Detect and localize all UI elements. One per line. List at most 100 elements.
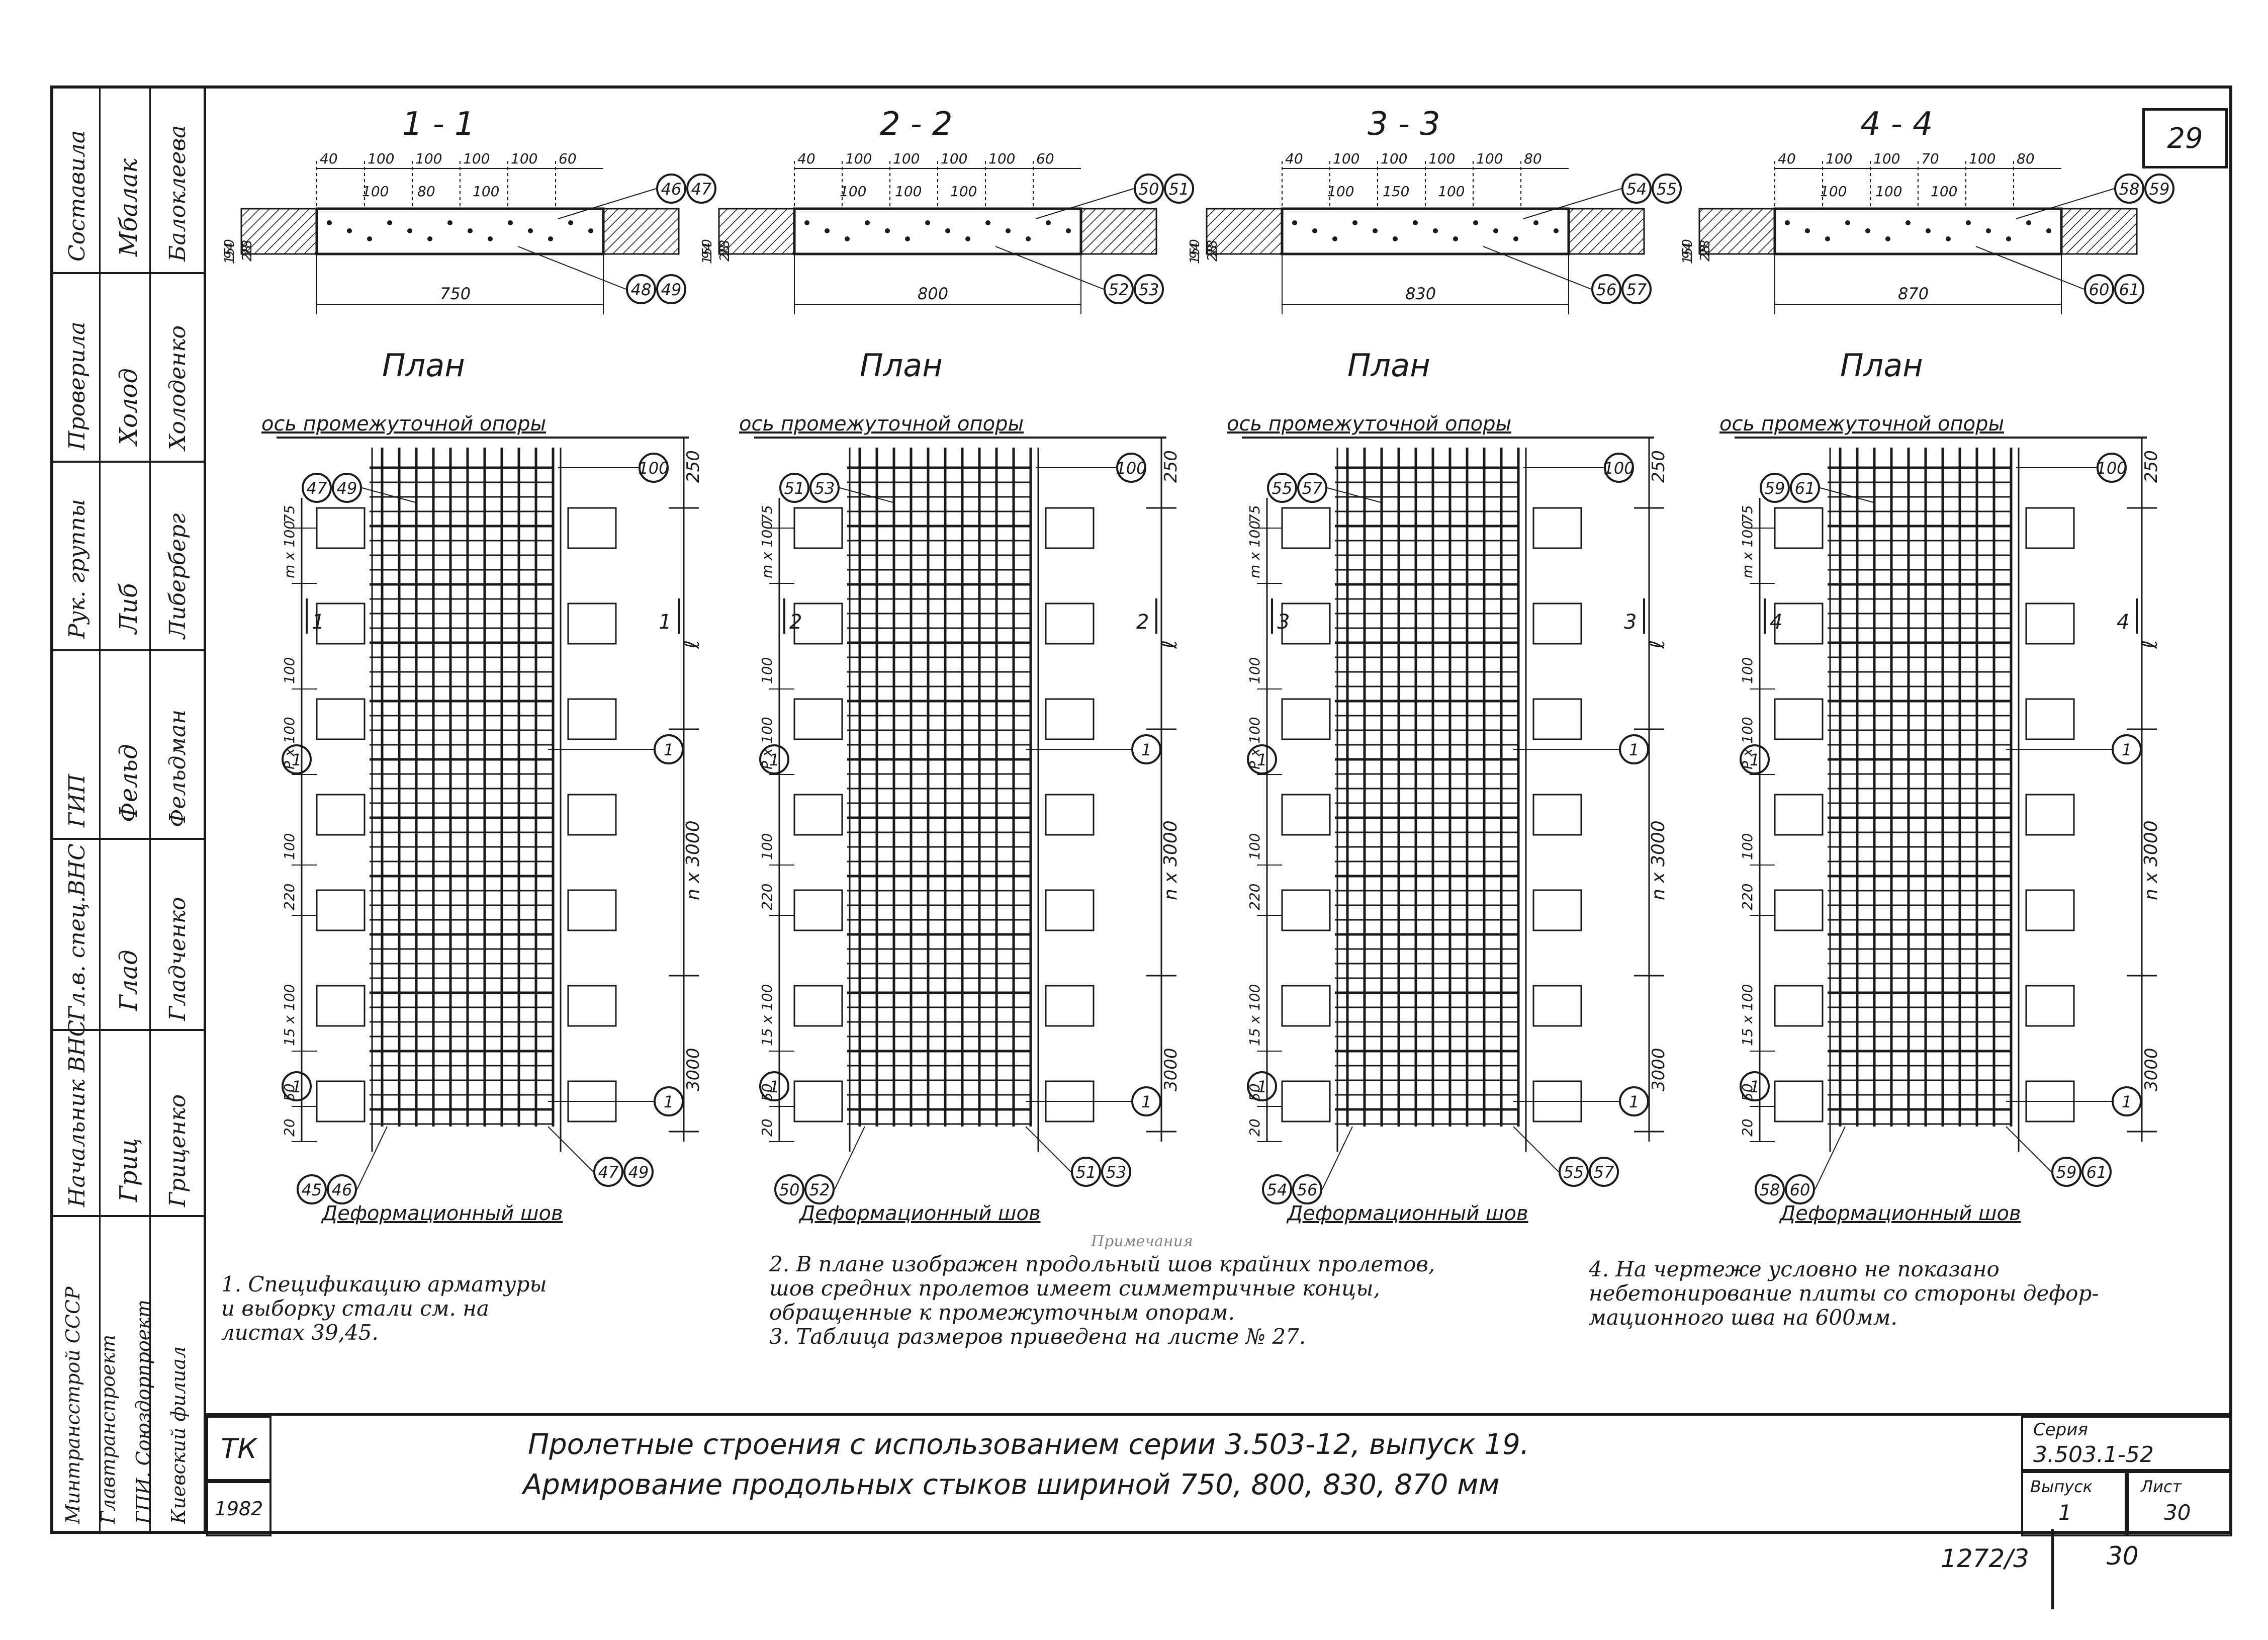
stamp-signatures-col: [101, 85, 151, 1534]
plan-title: План: [1347, 347, 1430, 384]
callout-number: 1: [292, 1077, 302, 1096]
dim-label: 100: [1873, 150, 1900, 167]
dim-label: 15 x 100: [759, 984, 775, 1046]
rebar-dot: [2006, 236, 2011, 241]
callout-number: 49: [661, 280, 682, 299]
rebar-dot: [905, 236, 910, 241]
callout-circle: [809, 473, 840, 503]
callout-circle: [1559, 1157, 1589, 1187]
dim-label: 100: [1820, 183, 1847, 200]
slab-edge-right: [1532, 985, 1582, 1027]
callout-number: 1: [1750, 1077, 1760, 1096]
callout-number: 58: [1760, 1180, 1780, 1199]
stamp-row: Гл.в. спец.ВНС Глад Гладченко: [50, 840, 204, 1031]
dim-label: P x 100: [281, 717, 298, 769]
callout-number: 1: [2122, 740, 2132, 759]
note-line: обращенные к промежуточным опорам.: [769, 1300, 1235, 1325]
callout-circle: [332, 473, 362, 503]
dim-label: 20: [1739, 1118, 1756, 1137]
cut-mark: 4: [1770, 611, 1782, 634]
stamp-roles-col: [50, 85, 101, 1534]
callout: 59: [2051, 1157, 2081, 1187]
callout-number: 100: [1603, 459, 1634, 478]
callout: 51: [1164, 174, 1194, 204]
dim-label: 60: [1036, 150, 1054, 167]
callout: 57: [1621, 274, 1652, 304]
dim-label: 250: [683, 450, 703, 483]
section-title: 3-3: [1368, 106, 1450, 143]
callout: 1: [1740, 744, 1770, 774]
callout: 47: [593, 1157, 623, 1187]
callout: 47: [686, 174, 716, 204]
dim-label: 75: [1739, 505, 1756, 523]
dim-label: 250: [1161, 450, 1181, 483]
dim-label: 80: [1524, 150, 1542, 167]
dim-label: 100: [281, 657, 298, 684]
callout: 46: [656, 174, 686, 204]
axis-label: ось промежуточной опоры: [1719, 412, 2005, 436]
callout: 50: [774, 1174, 804, 1204]
dim-label: 100: [281, 833, 298, 860]
callout: 1: [282, 744, 312, 774]
rebar-dot: [1292, 220, 1297, 225]
dim-label: 100: [1333, 150, 1359, 167]
callout-circle: [1071, 1157, 1101, 1187]
note-line: мационного шва на 600мм.: [1589, 1305, 1897, 1330]
slab-edge-right: [1532, 889, 1582, 931]
callout: 57: [1297, 473, 1327, 503]
callout: 45: [297, 1174, 327, 1204]
callout: 1: [1247, 1071, 1277, 1101]
leader: [1513, 1126, 1559, 1172]
callout-circle: [1785, 1174, 1815, 1204]
sheet-label: Лист: [2141, 1477, 2182, 1496]
callout-number: 54: [1626, 180, 1647, 199]
callout-number: 61: [2086, 1163, 2107, 1182]
rebar-dot: [468, 228, 473, 233]
slab-right: [2060, 208, 2138, 255]
note-line: 2. В плане изображен продольный шов край…: [769, 1252, 1435, 1276]
plan-title: План: [860, 347, 943, 384]
rebar-dot: [865, 220, 870, 225]
series-value: 3.503.1-52: [2033, 1442, 2154, 1468]
slab-right: [602, 208, 680, 255]
dim-label: ℓ: [679, 640, 704, 649]
rebar-dot: [804, 220, 809, 225]
slab-left: [1206, 208, 1283, 255]
callout-number: 46: [661, 180, 682, 199]
slab-edge-left: [793, 1080, 843, 1123]
callout-circle: [1247, 744, 1277, 774]
callout: 53: [1134, 274, 1164, 304]
dim-label: 100: [415, 150, 442, 167]
callout: 60: [2084, 274, 2114, 304]
issue-cell: Выпуск 1: [2021, 1471, 2127, 1536]
cut-mark: 1: [659, 611, 671, 634]
leader: [1322, 1126, 1353, 1190]
callout-number: 50: [779, 1180, 800, 1199]
callout-number: 100: [2096, 459, 2127, 478]
callout-circle: [804, 1174, 835, 1204]
callout-number: 59: [2056, 1163, 2077, 1182]
rebar-dot: [508, 220, 513, 225]
callout: 57: [1589, 1157, 1619, 1187]
callout-number: 1: [292, 750, 302, 769]
dim-label: 100: [463, 150, 490, 167]
leader: [361, 487, 418, 503]
dim-label: 20: [759, 1118, 775, 1137]
callout: 53: [809, 473, 840, 503]
callout-number: 52: [1109, 280, 1129, 299]
rebar-dot: [427, 236, 432, 241]
slab-edge-right: [1045, 794, 1095, 836]
callout: 1: [282, 1071, 312, 1101]
dim-label: 100: [1438, 183, 1465, 200]
dim-label: 15 x 100: [1739, 984, 1756, 1046]
dim-label: 80: [2017, 150, 2035, 167]
callout-circle: [1134, 174, 1164, 204]
callout-number: 59: [1765, 479, 1785, 498]
plan-title: План: [382, 347, 465, 384]
slab-edge-right: [567, 507, 617, 549]
dim-label: 40: [1778, 150, 1796, 167]
stamp-row: Рук. группы Либ Либерберг: [50, 463, 204, 651]
rebar-dot: [568, 220, 573, 225]
sheet-value: 30: [2164, 1500, 2191, 1525]
